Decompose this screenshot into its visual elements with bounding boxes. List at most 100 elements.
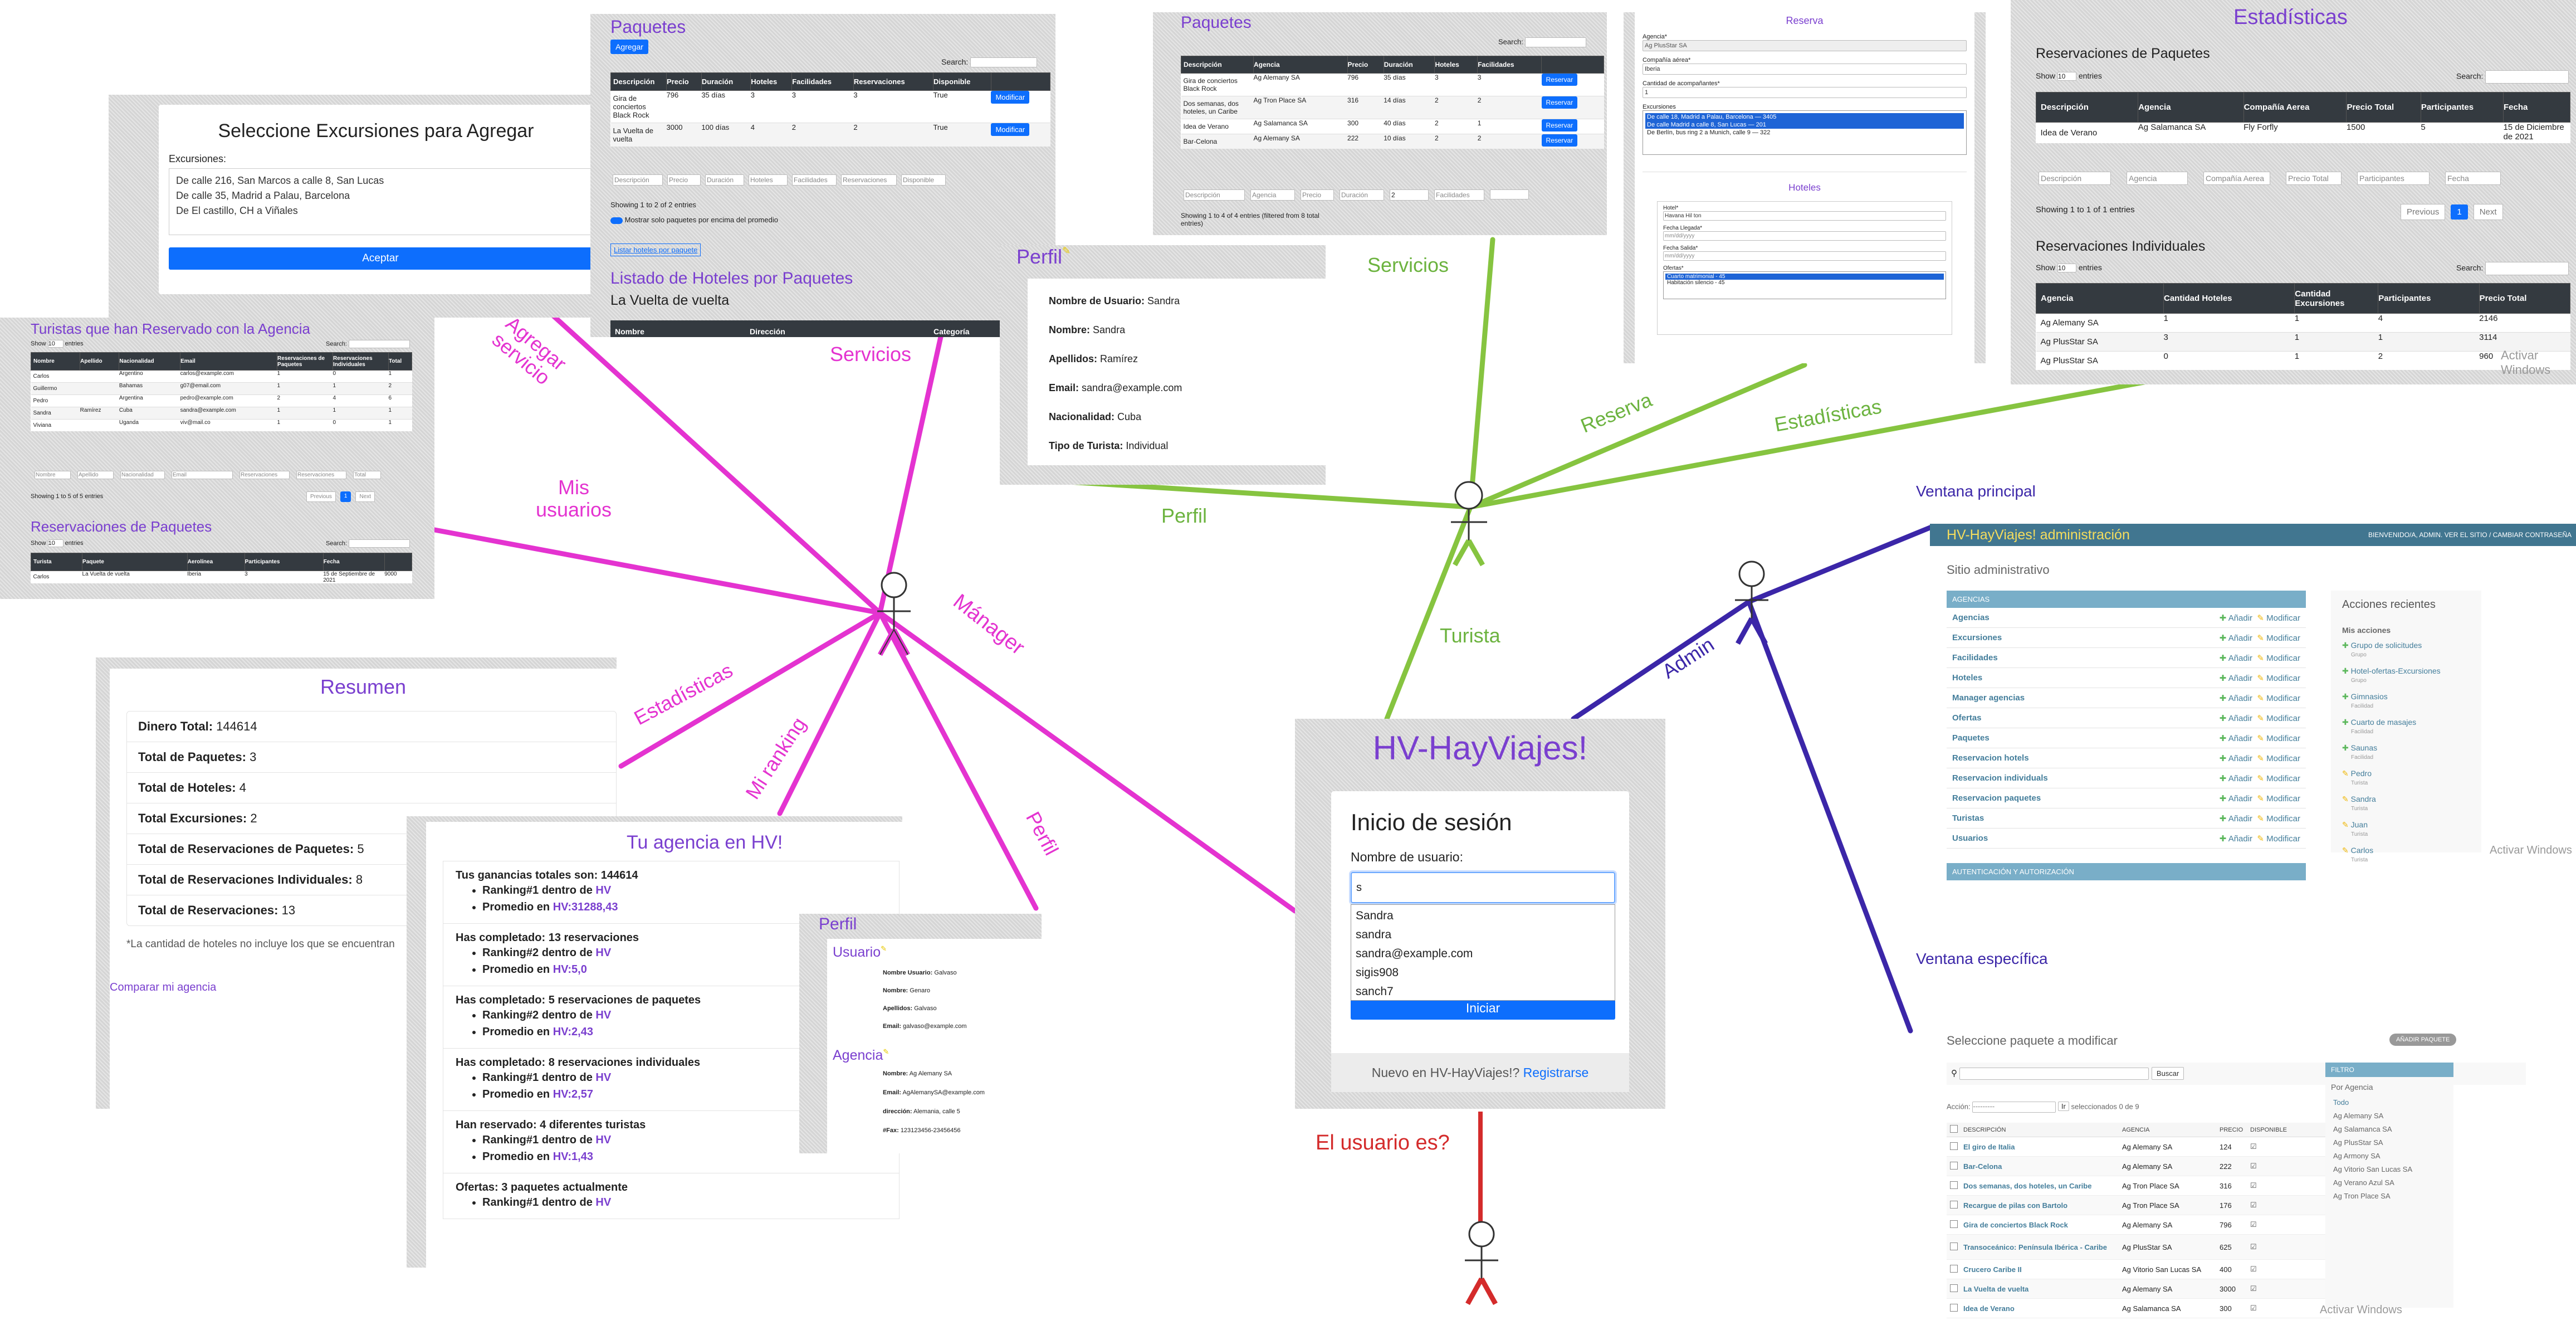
filter-option[interactable]: Ag Armony SA	[2333, 1152, 2381, 1160]
model-row[interactable]: Excursiones✚ Añadir ✎ Modificar	[1947, 628, 2306, 648]
model-row[interactable]: Turistas✚ Añadir ✎ Modificar	[1947, 808, 2306, 829]
auth-section[interactable]: AUTENTICACIÓN Y AUTORIZACIÓN	[1947, 863, 2306, 880]
search-input[interactable]	[348, 539, 410, 548]
agregar-button[interactable]: Agregar	[610, 40, 648, 54]
admin-user-tools[interactable]: BIENVENIDO/A, ADMIN. VER EL SITIO / CAMB…	[2368, 531, 2572, 539]
edit-icon[interactable]: ✎	[881, 944, 887, 953]
listar-hoteles-button[interactable]: Listar hoteles por paquete	[610, 243, 701, 256]
usuario-section: Usuario✎	[833, 944, 887, 960]
page-button[interactable]: 1	[340, 491, 351, 502]
autocomplete-item[interactable]: Sandra	[1356, 909, 1394, 922]
previous-button[interactable]: Previous	[306, 491, 336, 502]
username-input[interactable]: s	[1351, 872, 1615, 903]
search-input[interactable]	[1959, 1067, 2149, 1080]
promedio-check[interactable]: Mostrar solo paquetes por encima del pro…	[610, 216, 778, 224]
fecha-salida-input[interactable]: mm/dd/yyyy	[1663, 251, 1946, 261]
excursiones-multiselect[interactable]: De calle 18, Madrid a Palau, Barcelona —…	[1643, 110, 1967, 155]
page-button[interactable]: 1	[2451, 204, 2468, 220]
modificar-button[interactable]: Modificar	[991, 91, 1030, 104]
autocomplete-item[interactable]: sanch7	[1356, 985, 1394, 998]
model-row[interactable]: Reservacion hotels✚ Añadir ✎ Modificar	[1947, 748, 2306, 768]
hotel-select[interactable]: Havana Hil ton	[1663, 211, 1946, 221]
model-row[interactable]: Reservacion individuals✚ Añadir ✎ Modifi…	[1947, 768, 2306, 788]
excursion-option[interactable]: De El castillo, CH a Viñales	[176, 205, 298, 216]
edit-icon[interactable]: ✎	[1062, 245, 1071, 256]
search-input[interactable]	[2485, 262, 2569, 275]
excursion-option[interactable]: De calle 216, San Marcos a calle 8, San …	[176, 175, 384, 186]
reservar-button[interactable]: Reservar	[1541, 134, 1578, 147]
autocomplete-item[interactable]: sigis908	[1356, 966, 1399, 979]
filter-option[interactable]: Ag Vitorio San Lucas SA	[2333, 1165, 2413, 1173]
acompanantes-input[interactable]: 1	[1643, 87, 1967, 98]
model-row[interactable]: Facilidades✚ Añadir ✎ Modificar	[1947, 648, 2306, 668]
buscar-button[interactable]: Buscar	[2151, 1067, 2184, 1080]
admin-list-screenshot: Seleccione paquete a modificar AÑADIR PA…	[1916, 1022, 2576, 1335]
model-row[interactable]: Ofertas✚ Añadir ✎ Modificar	[1947, 708, 2306, 728]
aerolinea-select[interactable]: Iberia	[1643, 64, 1967, 75]
model-row[interactable]: Agencias✚ Añadir ✎ Modificar	[1947, 608, 2306, 628]
filter-option[interactable]: Ag Tron Place SA	[2333, 1192, 2391, 1200]
aceptar-button[interactable]: Aceptar	[169, 247, 592, 270]
reservar-button[interactable]: Reservar	[1541, 96, 1578, 109]
model-row[interactable]: Paquetes✚ Añadir ✎ Modificar	[1947, 728, 2306, 748]
autocomplete-item[interactable]: sandra@example.com	[1356, 947, 1473, 960]
filter-option[interactable]: Todo	[2333, 1098, 2349, 1107]
next-button[interactable]: Next	[2473, 204, 2503, 220]
search-input[interactable]	[348, 340, 410, 348]
ofertas-multiselect[interactable]: Cuarto matrimonial - 45 Habitación silen…	[1663, 271, 1946, 299]
recent-actions: Acciones recientes Mis acciones ✚ Grupo …	[2331, 591, 2481, 863]
filter-option[interactable]: Ag PlusStar SA	[2333, 1138, 2383, 1147]
search-input[interactable]	[970, 57, 1038, 68]
action-bar: Acción: --------- Ir seleccionados 0 de …	[1947, 1102, 2139, 1113]
filter-option[interactable]: Ag Salamanca SA	[2333, 1125, 2392, 1133]
reservar-button[interactable]: Reservar	[1541, 119, 1578, 131]
model-row[interactable]: Usuarios✚ Añadir ✎ Modificar	[1947, 829, 2306, 849]
search-label: Search:	[326, 340, 410, 348]
action-select[interactable]: ---------	[1972, 1102, 2056, 1113]
guest-stick-figure	[1465, 1221, 1498, 1305]
admin-main-screenshot: HV-HayViajes! administración BIENVENIDO/…	[1930, 524, 2576, 891]
search-input[interactable]	[2485, 70, 2569, 84]
model-row[interactable]: Reservacion paquetes✚ Añadir ✎ Modificar	[1947, 788, 2306, 808]
excursion-option[interactable]: De calle 35, Madrid a Palau, Barcelona	[176, 190, 350, 201]
excursiones-select[interactable]: De calle 216, San Marcos a calle 8, San …	[169, 168, 593, 235]
add-paquete-button[interactable]: AÑADIR PAQUETE	[2389, 1034, 2457, 1046]
filter-option[interactable]: Ag Alemany SA	[2333, 1112, 2384, 1120]
registrarse-link[interactable]: Registrarse	[1523, 1065, 1589, 1080]
model-row[interactable]: Manager agencias✚ Añadir ✎ Modificar	[1947, 688, 2306, 708]
filter-option[interactable]: Ag Verano Azul SA	[2333, 1178, 2394, 1187]
table-row[interactable]: Transoceánico: Península Ibérica - Carib…	[1947, 1235, 2331, 1260]
autocomplete-item[interactable]: sandra	[1356, 928, 1392, 941]
modificar-button[interactable]: Modificar	[991, 123, 1030, 136]
model-row[interactable]: Hoteles✚ Añadir ✎ Modificar	[1947, 668, 2306, 688]
perfil-title: Perfil	[819, 915, 857, 933]
edit-icon[interactable]: ✎	[883, 1047, 889, 1056]
previous-button[interactable]: Previous	[2401, 204, 2446, 220]
fecha-llegada-input[interactable]: mm/dd/yyyy	[1663, 231, 1946, 241]
reservar-button[interactable]: Reservar	[1541, 74, 1578, 86]
go-button[interactable]: Ir	[2057, 1102, 2069, 1112]
search-input[interactable]	[1525, 37, 1587, 47]
comparar-link[interactable]: Comparar mi agencia	[110, 981, 217, 993]
next-button[interactable]: Next	[355, 491, 375, 502]
agencia-field[interactable]: Ag PlusStar SA	[1643, 40, 1967, 51]
